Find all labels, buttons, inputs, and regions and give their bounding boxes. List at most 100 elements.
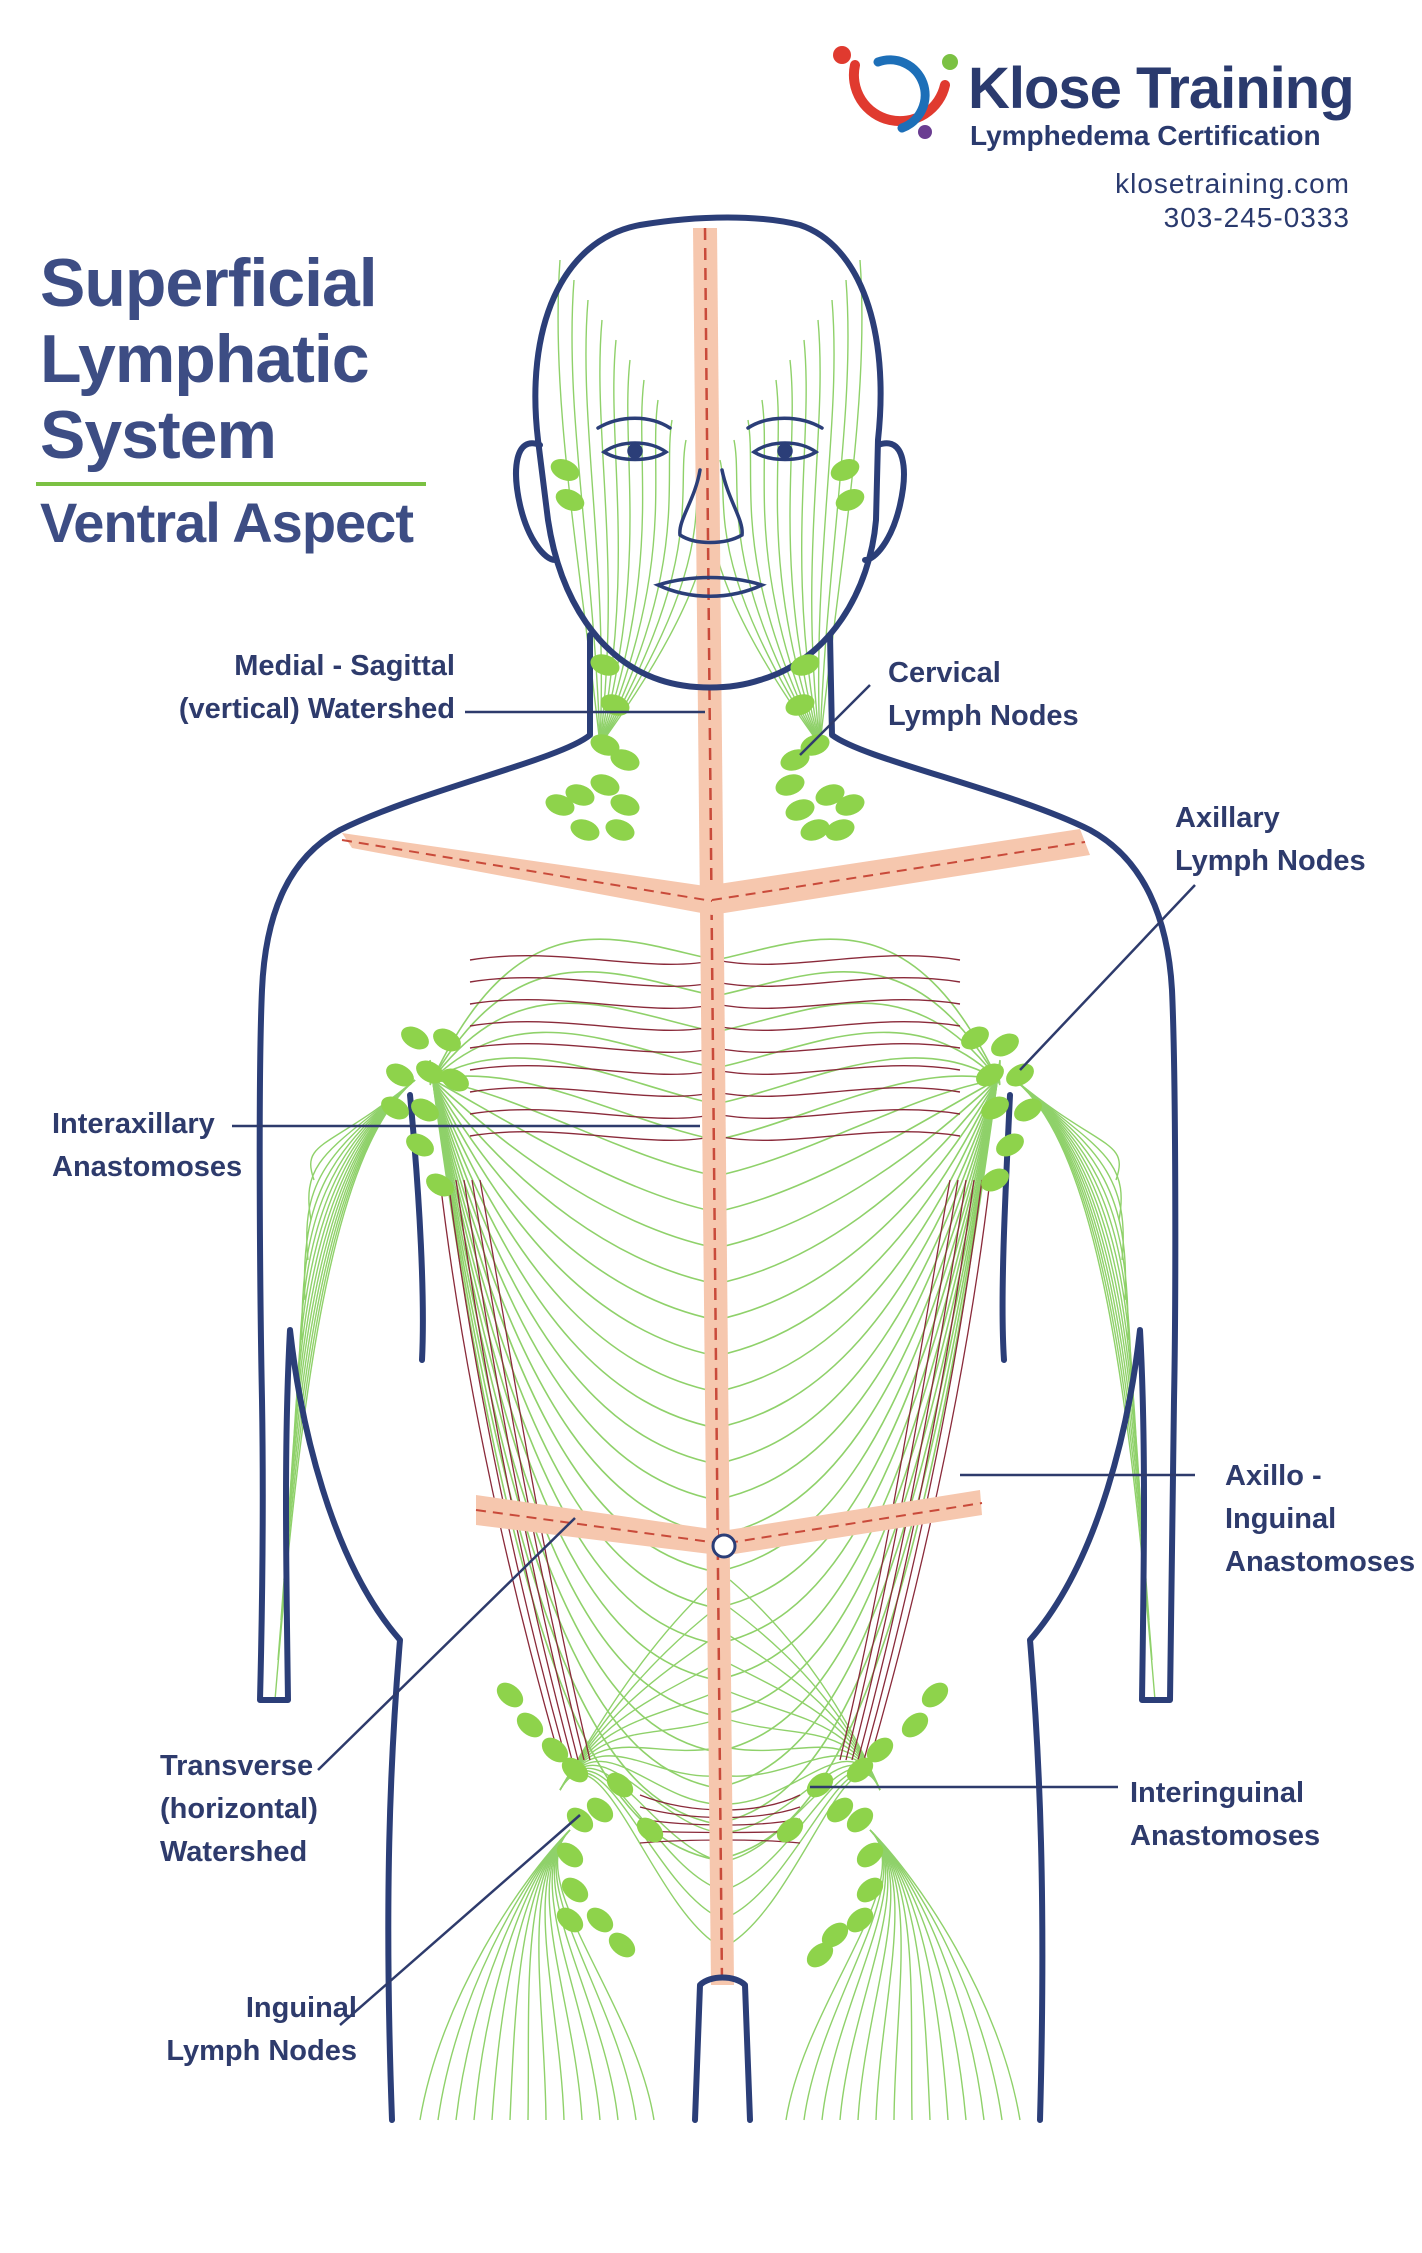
label-line: (vertical) Watershed xyxy=(178,693,455,725)
logo-dot-green xyxy=(942,54,958,70)
vessel-line xyxy=(599,379,645,746)
label-medial-sagittal: Medial - Sagittal (vertical) Watershed xyxy=(179,645,455,731)
vessel-line xyxy=(599,399,659,746)
deep-vessel-line xyxy=(469,1043,717,1053)
vessel-line xyxy=(429,1077,717,1213)
label-interinguinal-anastomoses: Interinguinal Anastomoses xyxy=(1130,1772,1320,1858)
lymph-node xyxy=(1006,1063,1034,1087)
vessel-line xyxy=(555,1829,637,2121)
label-line: Medial - Sagittal xyxy=(234,650,455,682)
leader-transverse xyxy=(317,1517,576,1771)
lymph-node xyxy=(785,694,815,716)
head-outline xyxy=(532,214,884,691)
lymph-node xyxy=(856,1842,884,1868)
upper-left-watershed-dash xyxy=(341,839,713,902)
vessel-line xyxy=(715,1067,1001,1573)
lymph-node xyxy=(605,819,635,841)
logo-ring-red xyxy=(848,60,950,127)
vessel-line xyxy=(747,419,821,746)
vessel-line xyxy=(429,1075,717,1141)
lymph-node xyxy=(981,1168,1009,1192)
vessel-line xyxy=(599,339,619,746)
label-line: Interinguinal xyxy=(1130,1777,1304,1809)
vessel-line xyxy=(429,1074,717,1321)
lymph-node xyxy=(830,459,860,481)
label-line: Anastomoses xyxy=(1130,1820,1321,1852)
vessel-line xyxy=(1014,1079,1129,1341)
watershed-lines xyxy=(341,227,1090,1986)
lymph-node xyxy=(606,1772,634,1798)
brand-name: Klose Training xyxy=(968,56,1355,121)
label-cervical-lymph-nodes: Cervical Lymph Nodes xyxy=(888,652,1079,738)
vessel-line xyxy=(715,1066,1001,1609)
lymph-node xyxy=(780,749,810,771)
lymph-node xyxy=(976,1063,1004,1087)
deep-vessel-line xyxy=(715,955,961,965)
label-line: Cervical xyxy=(888,657,1001,689)
right-pupil xyxy=(777,443,793,459)
leader-axillary xyxy=(1019,884,1196,1071)
vessel-line xyxy=(733,439,821,746)
deep-vessel-line xyxy=(715,1109,961,1119)
lymph-node xyxy=(566,1807,594,1833)
body-outline xyxy=(256,214,1179,2123)
lymph-node xyxy=(545,794,575,816)
lymph-node xyxy=(386,1063,414,1087)
upper-right-watershed-dash xyxy=(711,841,1086,901)
lymph-node xyxy=(550,459,580,481)
label-line: Lymph Nodes xyxy=(888,700,1079,732)
vessel-line xyxy=(715,1031,1001,1083)
title-line-1: Superficial xyxy=(40,245,378,321)
vessel-line xyxy=(556,1829,655,2121)
lymph-node xyxy=(806,1772,834,1798)
lymph-node xyxy=(565,784,595,806)
lower-left-watershed-band xyxy=(476,1495,718,1555)
vessel-line xyxy=(429,1072,717,1393)
vessel-line xyxy=(715,1061,1001,1789)
lymph-node xyxy=(541,1737,569,1763)
lymph-node xyxy=(790,654,820,676)
lymph-node xyxy=(996,1133,1024,1157)
vessel-line xyxy=(715,1072,1001,1393)
vessel-line xyxy=(553,1829,619,2121)
lymph-node xyxy=(1014,1098,1042,1122)
lymph-node xyxy=(586,1797,614,1823)
vessel-line xyxy=(715,1071,1001,1429)
vessel-line xyxy=(715,1069,1001,1501)
vessel-line xyxy=(429,1076,717,1249)
vessel-line xyxy=(1014,1079,1135,1421)
deep-vessel-line xyxy=(715,1087,961,1097)
deep-vessel-line xyxy=(715,1021,961,1031)
deep-vessel-line xyxy=(715,1065,961,1075)
title-line-3: System xyxy=(40,397,277,473)
vessel-line xyxy=(715,1070,1001,1465)
lymph-node xyxy=(406,1133,434,1157)
lymph-node xyxy=(590,734,620,756)
logo-dot-red xyxy=(833,46,851,64)
lymph-node xyxy=(496,1682,524,1708)
vessel-line xyxy=(811,319,821,746)
title-line-2: Lymphatic xyxy=(40,321,370,397)
vessel-line xyxy=(785,1829,884,2121)
label-line: Lymph Nodes xyxy=(166,2035,357,2067)
lymph-node xyxy=(433,1028,461,1052)
lymph-node xyxy=(636,1817,664,1843)
sagittal-watershed-dash xyxy=(703,227,724,1986)
left-pupil xyxy=(627,443,643,459)
leader-inguinal xyxy=(339,1814,581,2026)
lymph-node xyxy=(815,784,845,806)
right-ear xyxy=(862,440,907,563)
lymph-node xyxy=(846,1757,874,1783)
brand-website: klosetraining.com xyxy=(1115,168,1350,199)
vessel-line xyxy=(429,1071,717,1429)
deep-vessels xyxy=(439,955,991,1844)
label-interaxillary-anastomoses: Interaxillary Anastomoses xyxy=(52,1103,242,1189)
subtitle: Ventral Aspect xyxy=(40,491,414,554)
lymph-node xyxy=(586,1907,614,1933)
vessel-line xyxy=(429,1069,717,1501)
lymph-node xyxy=(776,1817,804,1843)
deep-vessel-line xyxy=(471,1179,585,1761)
vessel-line xyxy=(715,1078,1001,1177)
lymph-node xyxy=(411,1098,439,1122)
